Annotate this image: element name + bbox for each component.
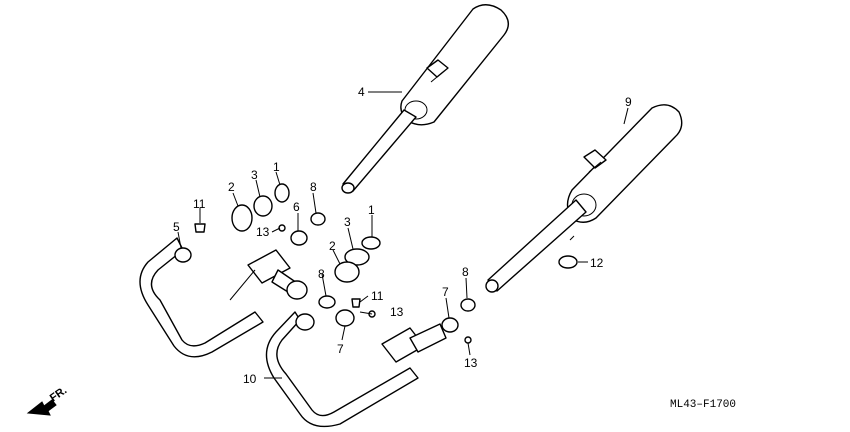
callout-6: 6 xyxy=(293,200,300,214)
front-exhaust-pipe[interactable] xyxy=(265,311,447,428)
sleeve-8c[interactable] xyxy=(460,298,476,312)
callout-13: 13 xyxy=(256,225,270,239)
gasket-upper[interactable] xyxy=(274,183,290,203)
lock-nut-upper[interactable] xyxy=(231,204,253,232)
leader-lines xyxy=(177,91,629,379)
lock-nut-lower[interactable] xyxy=(334,261,360,283)
callout-13: 13 xyxy=(464,356,478,370)
callout-8: 8 xyxy=(318,267,325,281)
callout-7: 7 xyxy=(337,342,344,356)
callout-7: 7 xyxy=(442,285,449,299)
callout-1: 1 xyxy=(368,203,375,217)
callout-1: 1 xyxy=(273,160,280,174)
bolt-11a[interactable] xyxy=(194,223,206,233)
callout-3: 3 xyxy=(344,215,351,229)
front-direction-arrow-icon xyxy=(26,399,57,416)
bolt-11b[interactable] xyxy=(351,298,361,308)
callout-4: 4 xyxy=(358,85,365,99)
callout-5: 5 xyxy=(173,220,180,234)
callout-12: 12 xyxy=(590,256,604,270)
clamp-6[interactable] xyxy=(290,230,308,246)
callout-11: 11 xyxy=(371,289,384,303)
callout-2: 2 xyxy=(329,239,336,253)
callout-13: 13 xyxy=(390,305,404,319)
callout-10: 10 xyxy=(243,372,257,386)
bolt-13c[interactable] xyxy=(464,336,472,344)
left-muffler[interactable] xyxy=(341,4,509,194)
damper-12[interactable] xyxy=(558,255,578,269)
right-muffler[interactable] xyxy=(485,104,683,293)
callout-2: 2 xyxy=(228,180,235,194)
callout-9: 9 xyxy=(625,95,632,109)
sleeve-8b[interactable] xyxy=(318,295,336,309)
joint-collar-lower[interactable] xyxy=(344,248,370,266)
callout-8: 8 xyxy=(310,180,317,194)
clamp-7-right[interactable] xyxy=(441,317,459,333)
callout-11: 11 xyxy=(193,197,206,211)
clamp-7-left[interactable] xyxy=(335,309,355,327)
joint-collar-upper[interactable] xyxy=(253,195,273,217)
gasket-lower[interactable] xyxy=(361,236,381,250)
rear-exhaust-pipe[interactable] xyxy=(139,237,308,358)
drawing-code: ML43–F1700 xyxy=(670,399,736,411)
sleeve-8a[interactable] xyxy=(310,212,326,226)
callout-8: 8 xyxy=(462,265,469,279)
callout-3: 3 xyxy=(251,168,258,182)
